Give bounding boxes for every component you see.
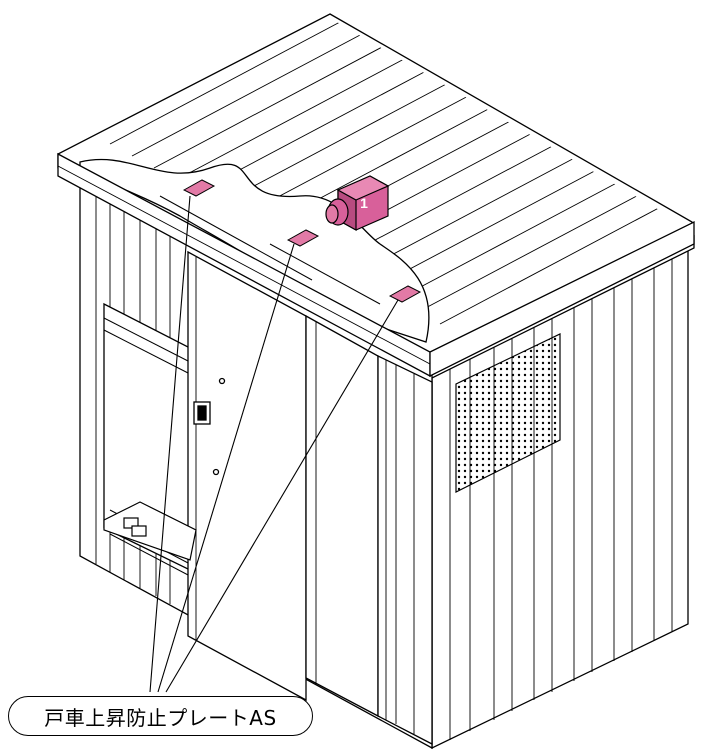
floor-rail [103, 501, 197, 561]
step-badge: 1 [325, 175, 390, 232]
step-number: 1 [360, 195, 368, 211]
callout-leader-lines [149, 195, 399, 693]
plate-left [182, 179, 216, 197]
part-name-text: 戸車上昇防止プレートAS [44, 705, 277, 730]
left-sliding-door [187, 250, 307, 702]
part-callout-label: 戸車上昇防止プレートAS [8, 696, 313, 736]
right-sliding-door [305, 314, 433, 746]
plate-middle [286, 229, 320, 247]
vent-panel [455, 333, 561, 493]
